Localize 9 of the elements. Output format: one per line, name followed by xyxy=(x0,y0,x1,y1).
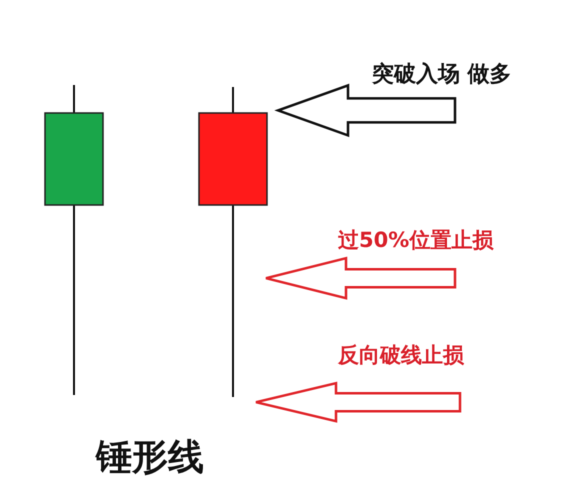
annotation-text: 突破入场 做多 xyxy=(372,62,512,88)
arrow xyxy=(254,382,462,423)
annotation-text: 反向破线止损 xyxy=(338,343,464,368)
candlestick xyxy=(198,87,268,397)
arrow xyxy=(264,256,456,300)
annotation-text: 过50%位置止损 xyxy=(338,228,494,254)
candlestick xyxy=(44,85,104,395)
caption: 锤形线 xyxy=(96,436,204,480)
arrow xyxy=(274,84,456,138)
